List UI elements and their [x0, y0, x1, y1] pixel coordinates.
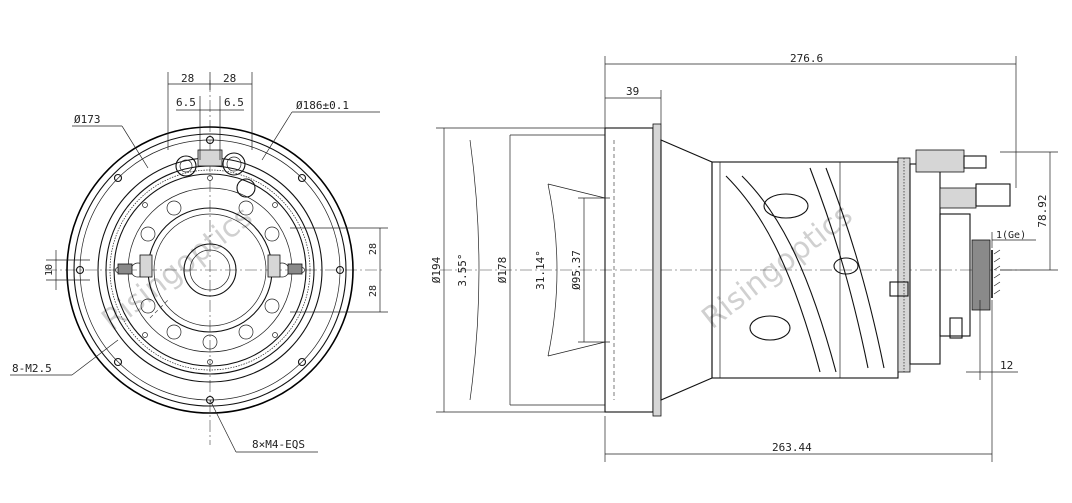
dim-d178: Ø178	[496, 257, 509, 284]
motor-body-top	[915, 149, 965, 173]
dim-28-right: 28	[223, 72, 236, 85]
dim-12: 12	[1000, 359, 1013, 372]
right-pin	[287, 263, 303, 275]
dim-6-5-left: 6.5	[176, 96, 196, 109]
detector-window	[971, 239, 991, 311]
m4-bolt-holes	[75, 135, 345, 405]
dim-28-left: 28	[181, 72, 194, 85]
motor-small	[236, 178, 256, 198]
side-view: 276.6 39 Ø194 3.55° Ø178 31.14° Ø95.37 7…	[430, 52, 1058, 462]
motor-body-mid	[939, 187, 977, 209]
dim-fov-31-14: 31.14°	[534, 250, 547, 290]
motor-shaft-top	[963, 155, 987, 169]
dim-d186: Ø186±0.1	[296, 99, 349, 112]
barrel-window-mid	[833, 257, 859, 275]
front-view: 28 28 6.5 6.5 Ø173 Ø186±0.1 10 28 28 8-M…	[10, 72, 388, 453]
left-pin	[117, 263, 133, 275]
dim-d173: Ø173	[74, 113, 101, 126]
flange-inner-ring	[73, 133, 347, 407]
label-8xm4-eqs: 8×M4-EQS	[252, 438, 305, 451]
top-bracket	[197, 149, 223, 167]
rear-tab	[889, 281, 909, 297]
dim-fov-3-55: 3.55°	[456, 253, 469, 286]
dim-28-bottom: 28	[368, 285, 379, 297]
gear-ring	[897, 157, 911, 373]
dim-39: 39	[626, 85, 639, 98]
dim-263-44: 263.44	[772, 441, 812, 454]
label-1-ge: 1(Ge)	[996, 230, 1026, 241]
rear-mount	[939, 213, 971, 337]
dim-276-6: 276.6	[790, 52, 823, 65]
cam-slot-2	[809, 167, 869, 369]
fov-arc-wide	[469, 139, 480, 401]
center-lens	[183, 243, 237, 297]
lens-barrel-inner	[153, 213, 267, 327]
label-8-m2-5: 8-M2.5	[12, 362, 52, 375]
left-bracket	[139, 254, 153, 278]
barrel-window-bottom	[749, 315, 791, 341]
rear-screw	[949, 317, 963, 339]
front-flange	[652, 123, 662, 417]
cam-slot-1	[725, 175, 821, 373]
dim-28-top: 28	[368, 243, 379, 255]
center-lens-inner	[189, 249, 231, 291]
gear-teeth	[109, 169, 311, 371]
dim-d194: Ø194	[430, 256, 443, 283]
gear-ring-inner	[113, 173, 307, 367]
connector	[975, 183, 1011, 207]
motor-right	[222, 152, 246, 176]
gear-housing	[909, 163, 941, 365]
motor-left	[175, 155, 197, 177]
fov-arc-narrow	[547, 183, 558, 357]
right-bracket	[267, 254, 281, 278]
dim-6-5-right: 6.5	[224, 96, 244, 109]
dim-78-92: 78.92	[1036, 194, 1049, 227]
dim-10: 10	[44, 264, 55, 276]
outer-flange-ring	[66, 126, 354, 414]
barrel-window-top	[763, 193, 809, 219]
dim-d95-37: Ø95.37	[570, 250, 583, 290]
